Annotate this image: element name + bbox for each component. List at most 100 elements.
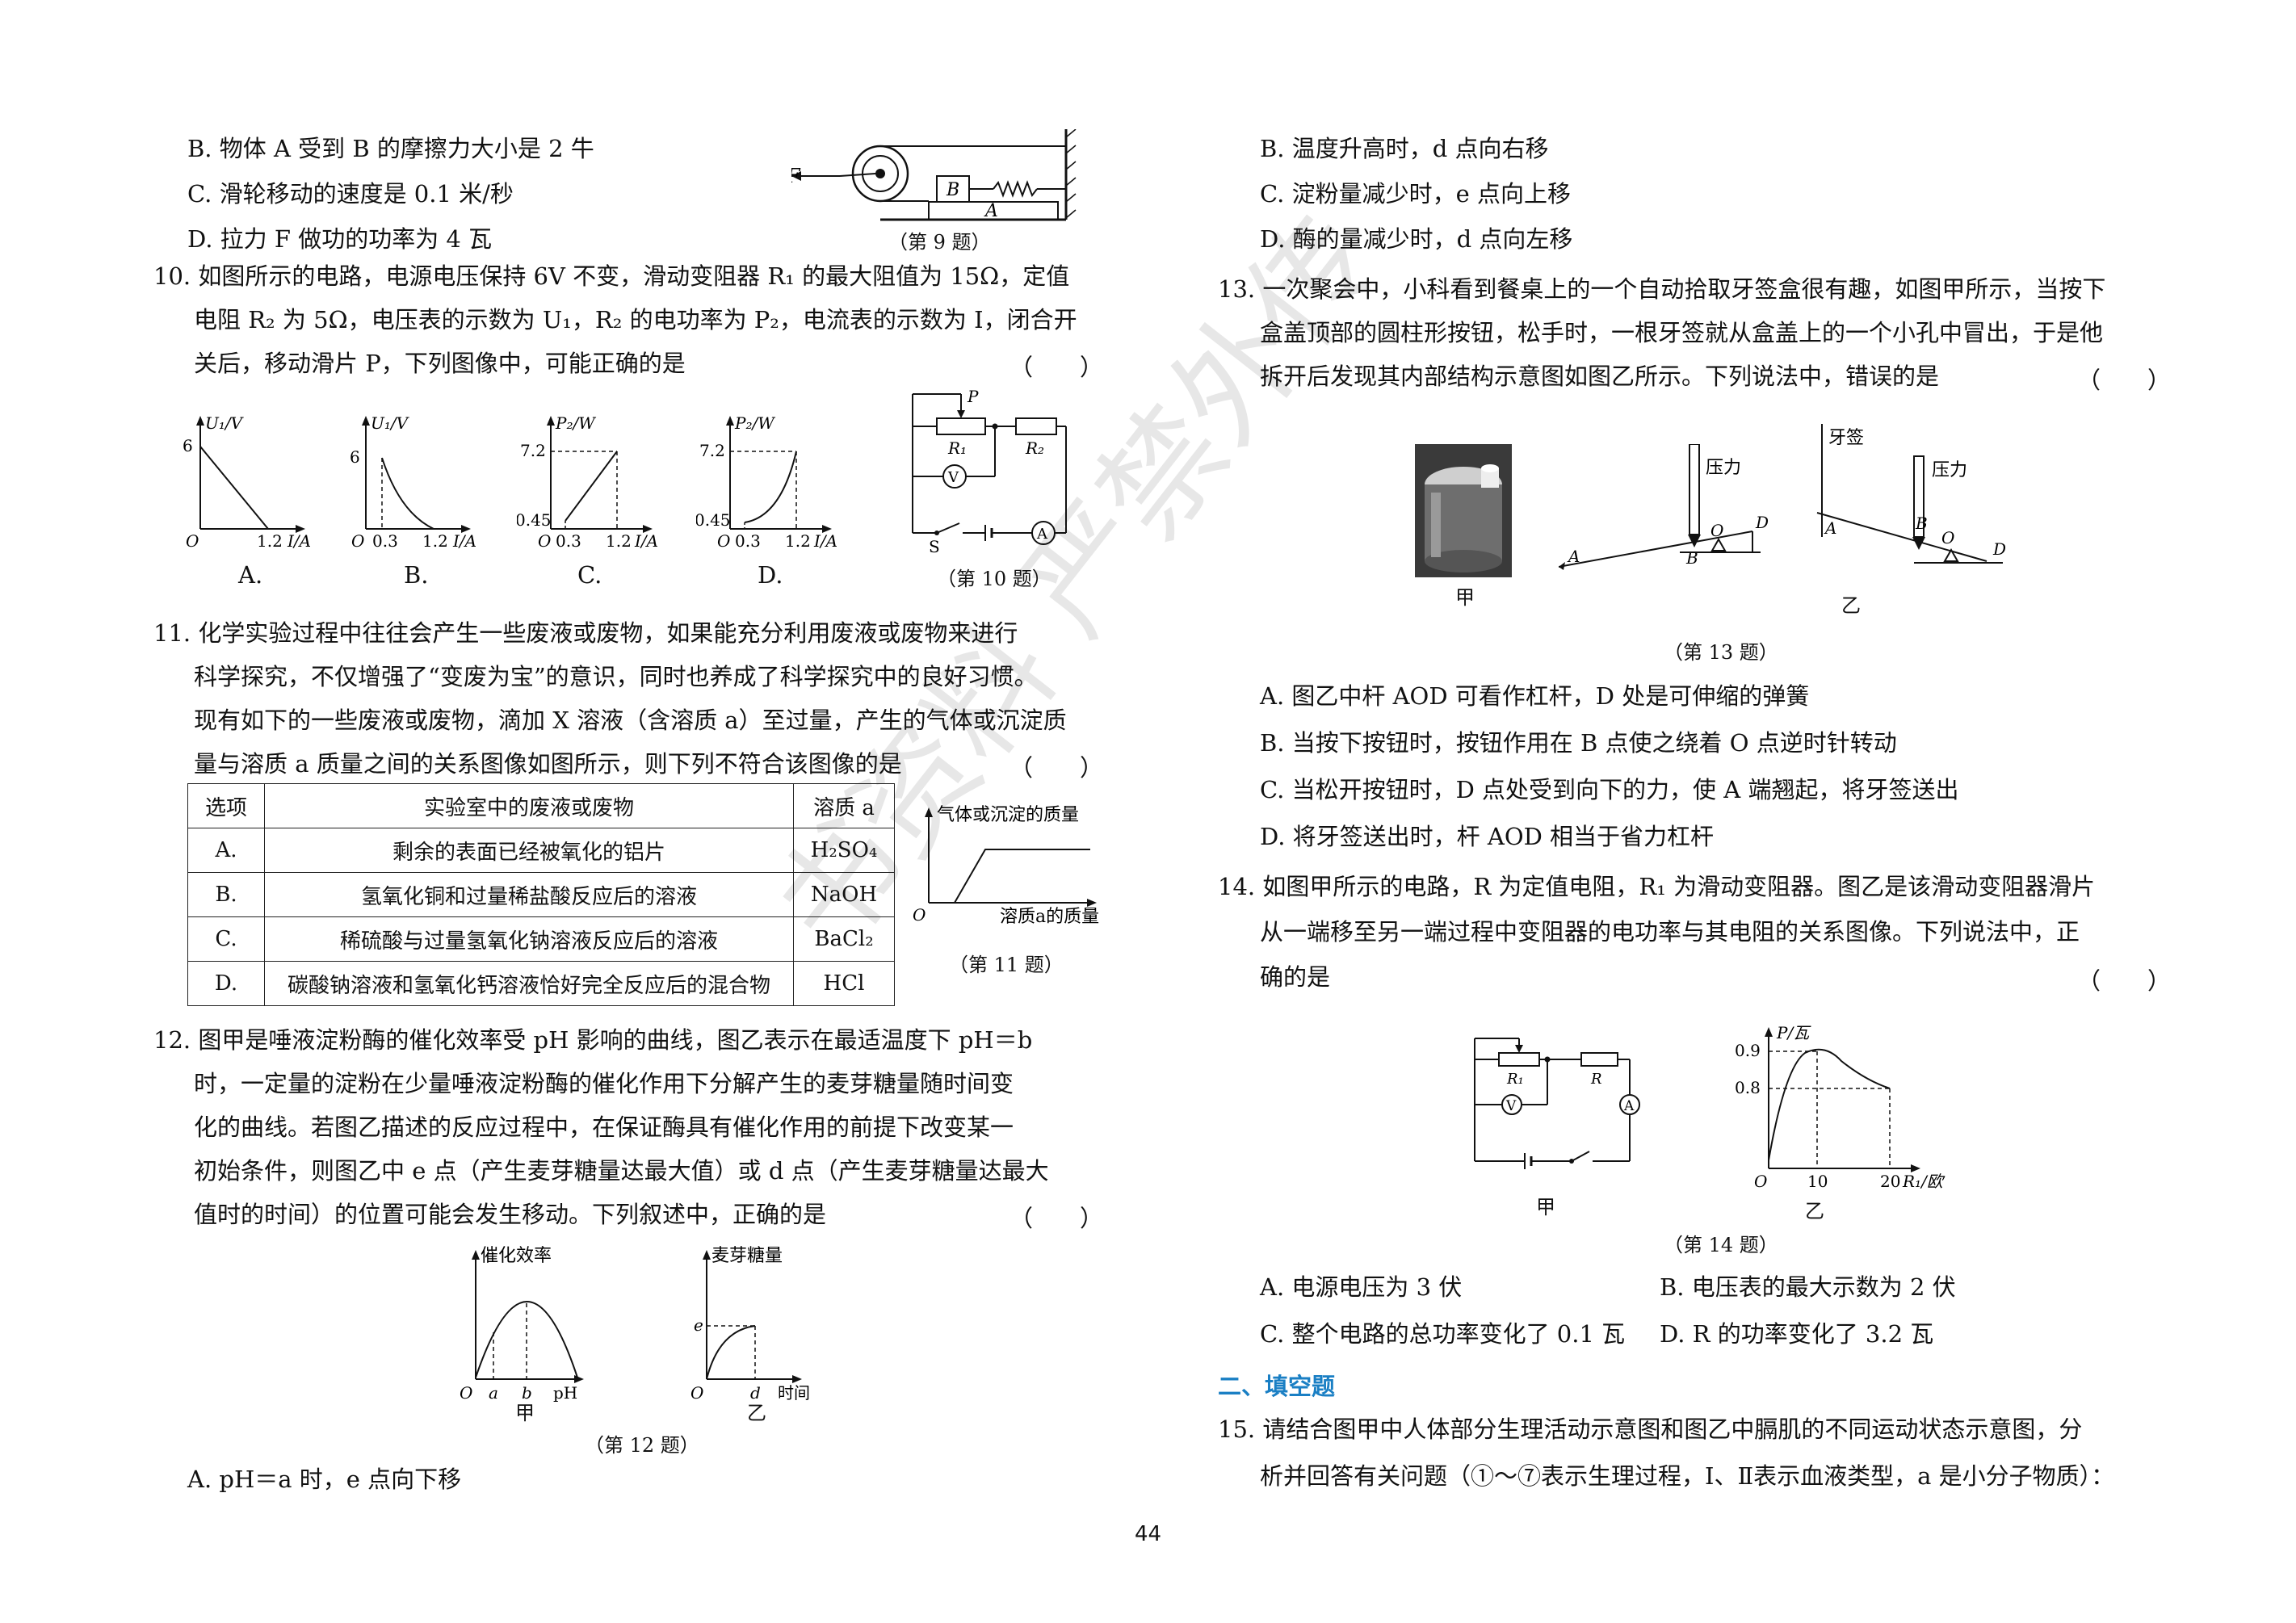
q9-fig-f: F (791, 165, 801, 187)
q10-caption: （第 10 题） (937, 568, 1051, 590)
q14-graph-origin: O (1754, 1172, 1767, 1191)
q9-fig-a: A (984, 201, 998, 221)
q14-option-c: C. 整个电路的总功率变化了 0.1 瓦 (1260, 1320, 1626, 1348)
q10c-y0: 0.45 (517, 510, 552, 530)
q10c-x0: 0.3 (556, 531, 581, 549)
q11-line4: 量与溶质 a 质量之间的关系图像如图所示，则下列不符合该图像的是 (194, 750, 902, 778)
table-header: 选项 (187, 783, 265, 828)
q10d-y1: 7.2 (699, 441, 725, 460)
q13-yi-label: 乙 (1841, 594, 1861, 617)
q11-graph: 气体或沉淀的质量 O 溶质a的质量 (913, 805, 1099, 927)
q14-circ-v: V (1505, 1098, 1517, 1114)
q13-fig1-force: 压力 (1706, 458, 1741, 478)
q10d-origin: O (717, 531, 730, 549)
q14-line3: 确的是 (1260, 963, 1331, 991)
q10-line2: 电阻 R₂ 为 5Ω，电压表的示数为 U₁，R₂ 的电功率为 P₂，电流表的示数… (194, 306, 1077, 333)
q10-graph-a: U₁/V 6 O 1.2 I/A (183, 413, 311, 549)
q12-option-a: A. pH＝a 时，e 点向下移 (187, 1466, 462, 1493)
q13-line3: 拆开后发现其内部结构示意图如图乙所示。下列说法中，错误的是 (1260, 363, 1940, 390)
q11-table: 选项 实验室中的废液或废物 溶质 a A. 剩余的表面已经被氧化的铝片 H₂SO… (187, 783, 895, 1006)
q11-graph-origin: O (913, 905, 926, 925)
q10-line1: 10. 如图所示的电路，电源电压保持 6V 不变，滑动变阻器 R₁ 的最大阻值为… (153, 262, 1070, 290)
q12-line2: 时，一定量的淀粉在少量唾液淀粉酶的催化作用下分解产生的麦芽糖量随时间变 (194, 1070, 1014, 1097)
q11-line3: 现有如下的一些废液或废物，滴加 X 溶液（含溶质 a）至过量，产生的气体或沉淀质 (194, 707, 1067, 734)
q10b-ylabel: U₁/V (371, 413, 410, 433)
q10-circ-v: V (947, 469, 959, 486)
table-cell: HCl (793, 961, 895, 1006)
q14-power-graph: P/瓦 0.9 0.8 O 10 20 R₁/欧 (1735, 1023, 1946, 1191)
q10d-x1: 1.2 (785, 531, 811, 549)
q14-circ-r: R (1590, 1071, 1602, 1088)
q10-graph-b: U₁/V 6 O 0.3 1.2 I/A (350, 413, 476, 549)
q13-option-b: B. 当按下按钮时，按钮作用在 B 点使之绕着 O 点逆时针转动 (1260, 729, 1897, 757)
q14-graph-xlabel: R₁/欧 (1902, 1172, 1946, 1191)
q10-opt-d-label: D. (758, 561, 783, 589)
table-cell: A. (187, 828, 265, 873)
q10d-y0: 0.45 (696, 510, 731, 530)
q12-option-c: C. 淀粉量减少时，e 点向上移 (1260, 180, 1571, 208)
q10-line3: 关后，移动滑片 P，下列图像中，可能正确的是 (194, 350, 686, 377)
q12-line1: 12. 图甲是唾液淀粉酶的催化效率受 pH 影响的曲线，图乙表示在最适温度下 p… (153, 1026, 1033, 1054)
q10a-ylabel: U₁/V (205, 413, 245, 433)
q14-graph-y2: 0.8 (1735, 1078, 1761, 1097)
table-cell: B. (187, 872, 265, 917)
table-header-row: 选项 实验室中的废液或废物 溶质 a (187, 783, 895, 828)
q12-jia-label: 甲 (515, 1402, 535, 1424)
table-cell: NaOH (793, 872, 895, 917)
table-row: D. 碳酸钠溶液和氢氧化钙溶液恰好完全反应后的混合物 HCl (187, 961, 895, 1006)
q10-graph-c: P₂/W 7.2 0.45 O 0.3 1.2 I/A (517, 413, 658, 549)
q12-jia-xlabel: pH (553, 1383, 577, 1403)
table-header: 溶质 a (793, 783, 895, 828)
table-cell: D. (187, 961, 265, 1006)
q12-caption: （第 12 题） (585, 1434, 699, 1457)
q14-option-a: A. 电源电压为 3 伏 (1260, 1273, 1463, 1301)
q13-fig2-b: B (1915, 514, 1928, 533)
q12-yi-ylabel: 麦芽糖量 (711, 1246, 783, 1266)
q13-fig2-o: O (1941, 528, 1954, 547)
q10-opt-a-label: A. (238, 561, 263, 589)
q13-line1: 13. 一次聚会中，小科看到餐桌上的一个自动拾取牙签盒很有趣，如图甲所示，当按下 (1218, 275, 2106, 303)
q12-yi-xlabel: 时间 (778, 1383, 810, 1403)
q10-answer-paren: （ ） (1009, 354, 1104, 381)
q13-lever-figure-1: 压力 A B O D (1559, 444, 1769, 570)
q11-caption: （第 11 题） (949, 954, 1064, 976)
q11-graph-ylabel: 气体或沉淀的质量 (937, 805, 1079, 825)
q14-answer-paren: （ ） (2077, 967, 2172, 995)
q10-circ-s: S (929, 537, 940, 556)
q10-opt-b-label: B. (404, 561, 429, 589)
q12-answer-paren: （ ） (1009, 1205, 1104, 1232)
q14-circuit: R₁ R V A (1474, 1038, 1640, 1169)
q9-option-c: C. 滑轮移动的速度是 0.1 米/秒 (187, 180, 514, 208)
q13-fig2-d: D (1992, 539, 2006, 559)
table-row: A. 剩余的表面已经被氧化的铝片 H₂SO₄ (187, 828, 895, 873)
q14-caption: （第 14 题） (1664, 1234, 1778, 1256)
q12-yi-origin: O (690, 1383, 703, 1403)
q12-option-d: D. 酶的量减少时，d 点向左移 (1260, 225, 1573, 253)
table-cell: 稀硫酸与过量氢氧化钠溶液反应后的溶液 (264, 916, 794, 962)
table-row: B. 氢氧化铜和过量稀盐酸反应后的溶液 NaOH (187, 872, 895, 917)
q13-option-c: C. 当松开按钮时，D 点处受到向下的力，使 A 端翘起，将牙签送出 (1260, 776, 1959, 803)
q15-line1: 15. 请结合图甲中人体部分生理活动示意图和图乙中膈肌的不同运动状态示意图，分 (1218, 1415, 2083, 1443)
q13-fig1-a: A (1567, 547, 1580, 566)
section-title: 二、填空题 (1218, 1373, 1336, 1400)
q9-pulley-figure: F B A (791, 129, 1077, 221)
q10a-xlabel: I/A (287, 531, 311, 549)
table-cell: 剩余的表面已经被氧化的铝片 (264, 828, 794, 873)
q13-line2: 盒盖顶部的圆柱形按钮，松手时，一根牙签就从盒盖上的一个小孔中冒出，于是他 (1260, 319, 2104, 346)
q13-fig1-b: B (1685, 548, 1698, 568)
q14-line2: 从一端移至另一端过程中变阻器的电功率与其电阻的关系图像。下列说法中，正 (1260, 918, 2080, 946)
q10b-origin: O (351, 531, 364, 549)
table-cell: C. (187, 916, 265, 962)
q10c-xlabel: I/A (634, 531, 658, 549)
q12-jia-a: a (489, 1383, 498, 1403)
q10-circ-p: P (967, 387, 979, 406)
q13-fig2-toothpick: 牙签 (1828, 428, 1864, 448)
table-row: C. 稀硫酸与过量氢氧化钠溶液反应后的溶液 BaCl₂ (187, 916, 895, 962)
q10a-origin: O (186, 531, 199, 549)
q12-figure-yi: 麦芽糖量 e O d 时间 (690, 1246, 810, 1403)
q15-line2: 析并回答有关问题（①～⑦表示生理过程，Ⅰ、Ⅱ表示血液类型，a 是小分子物质）： (1260, 1462, 2115, 1490)
q10c-x1: 1.2 (606, 531, 632, 549)
q12-jia-ylabel: 催化效率 (481, 1246, 552, 1266)
q12-yi-e: e (694, 1315, 703, 1335)
q14-line1: 14. 如图甲所示的电路，R 为定值电阻，R₁ 为滑动变阻器。图乙是该滑动变阻器… (1218, 873, 2096, 900)
